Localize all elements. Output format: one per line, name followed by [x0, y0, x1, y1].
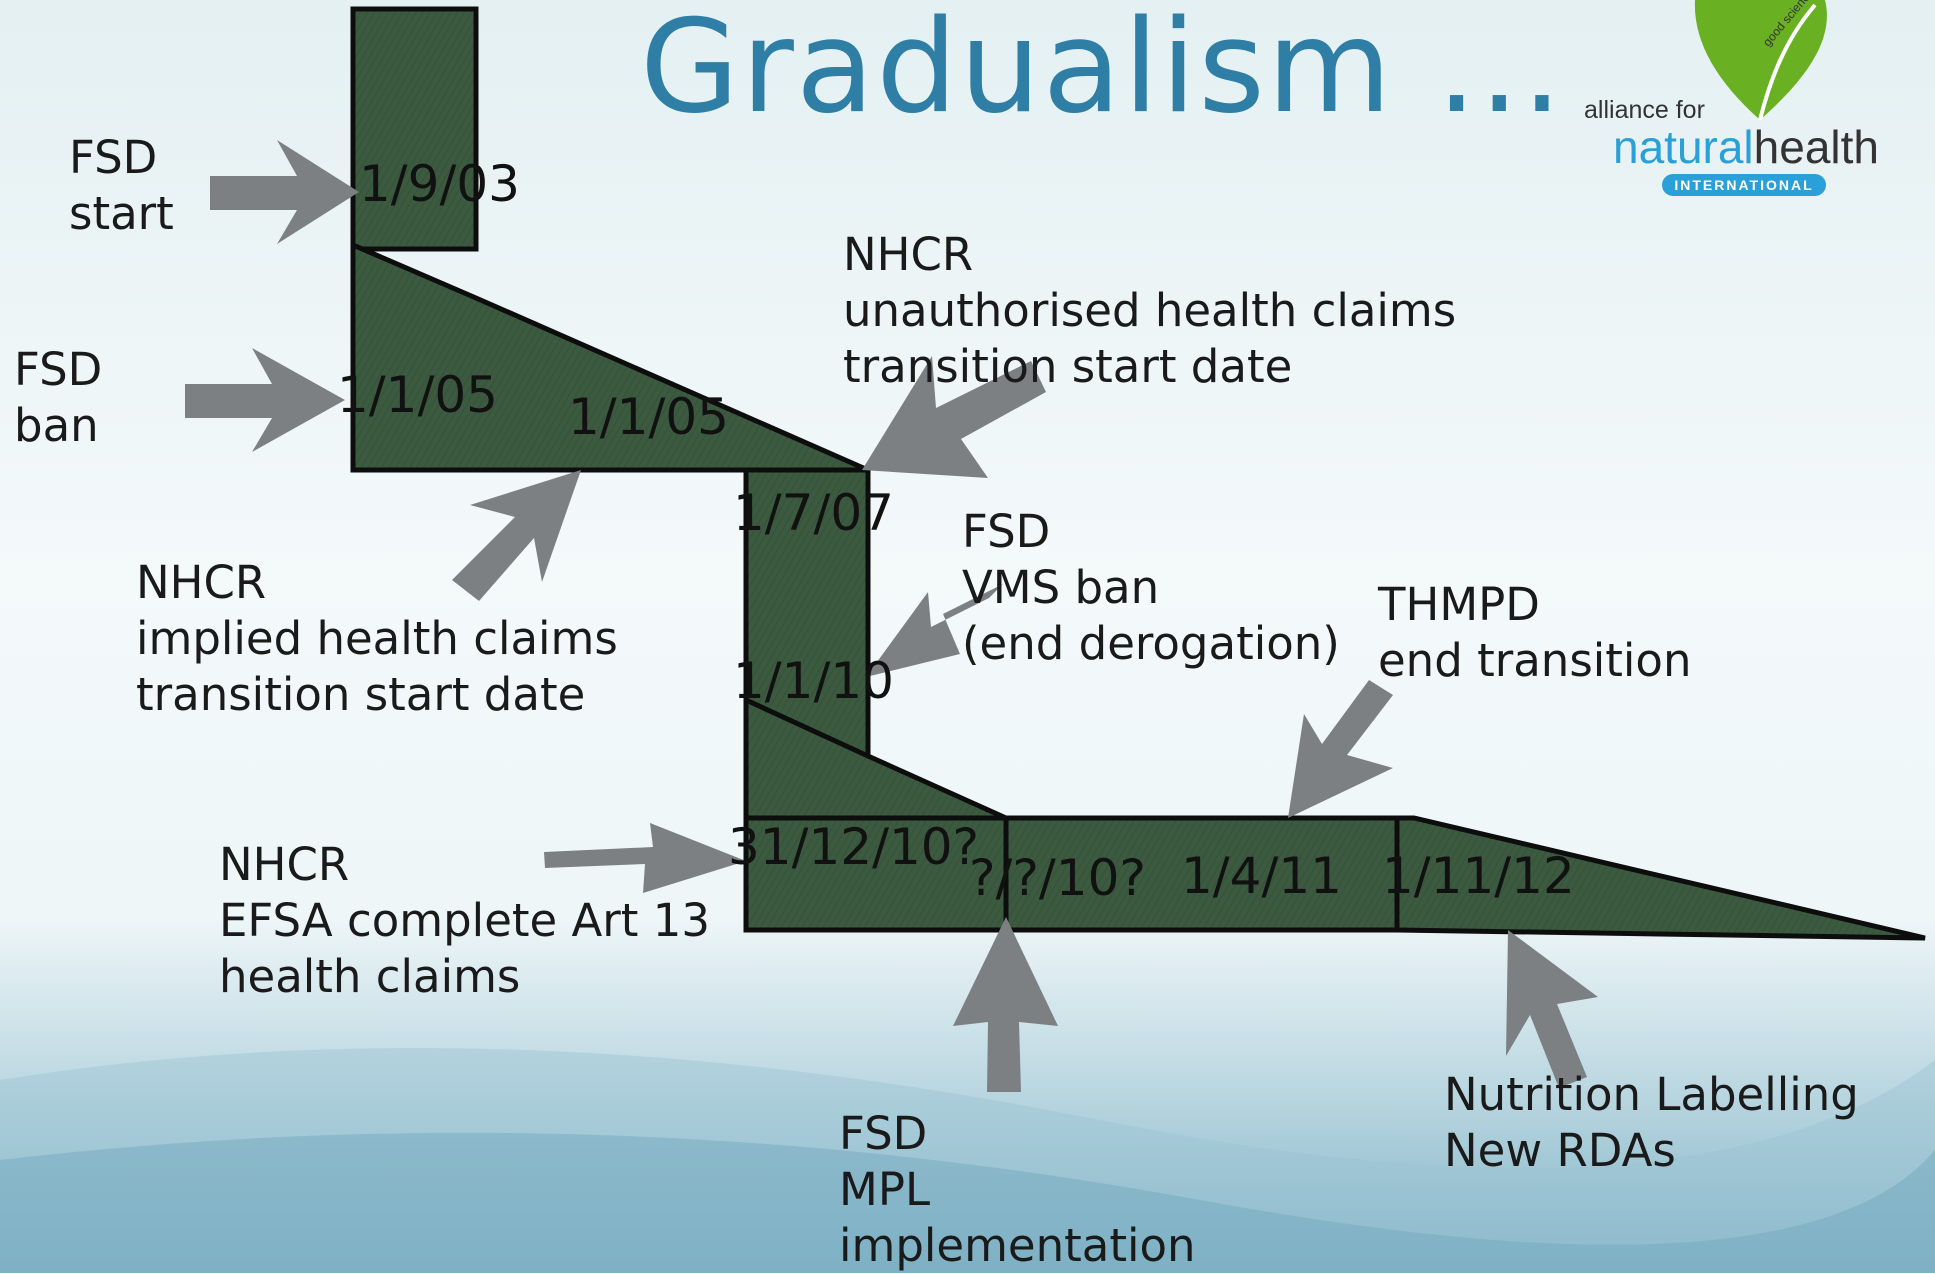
date-1-4-11: 1/4/11: [1181, 847, 1342, 905]
logo-health: health: [1753, 121, 1879, 173]
date-1-11-12: 1/11/12: [1382, 847, 1575, 905]
arrow-fsd-mpl: [953, 917, 1058, 1092]
logo-wordmark: naturalhealth: [1613, 124, 1879, 170]
logo-natural: natural: [1613, 121, 1754, 173]
segment-tail: [1394, 815, 1926, 941]
arrow-nhcr-unauthorised: [862, 356, 1046, 478]
date-1-1-05-right: 1/1/05: [568, 388, 729, 446]
date-31-12-10: 31/12/10?: [728, 818, 980, 876]
arrow-nutrition: [1506, 930, 1598, 1088]
alliance-for-natural-health-logo: alliance for good science & good law nat…: [1560, 0, 1890, 200]
arrow-fsd-start: [210, 140, 359, 244]
date-unknown-10: ?/?/10?: [969, 849, 1146, 907]
date-1-1-10: 1/1/10: [733, 652, 894, 710]
arrow-fsd-ban: [185, 348, 345, 452]
date-1-7-07: 1/7/07: [733, 484, 894, 542]
date-1-1-05-left: 1/1/05: [337, 366, 498, 424]
arrow-nhcr-implied: [452, 470, 581, 601]
segment-vertical-top: [350, 6, 479, 252]
arrow-thmpd: [1288, 680, 1393, 818]
logo-alliance-for: alliance for: [1584, 96, 1705, 124]
heart-leaf-icon: [1694, 0, 1827, 121]
arrow-fsd-vms: [866, 584, 1003, 677]
arrow-nhcr-efsa: [544, 823, 746, 893]
slide-title: Gradualism ...: [640, 0, 1565, 142]
logo-international-badge: INTERNATIONAL: [1662, 174, 1826, 196]
date-1-9-03: 1/9/03: [359, 155, 520, 213]
